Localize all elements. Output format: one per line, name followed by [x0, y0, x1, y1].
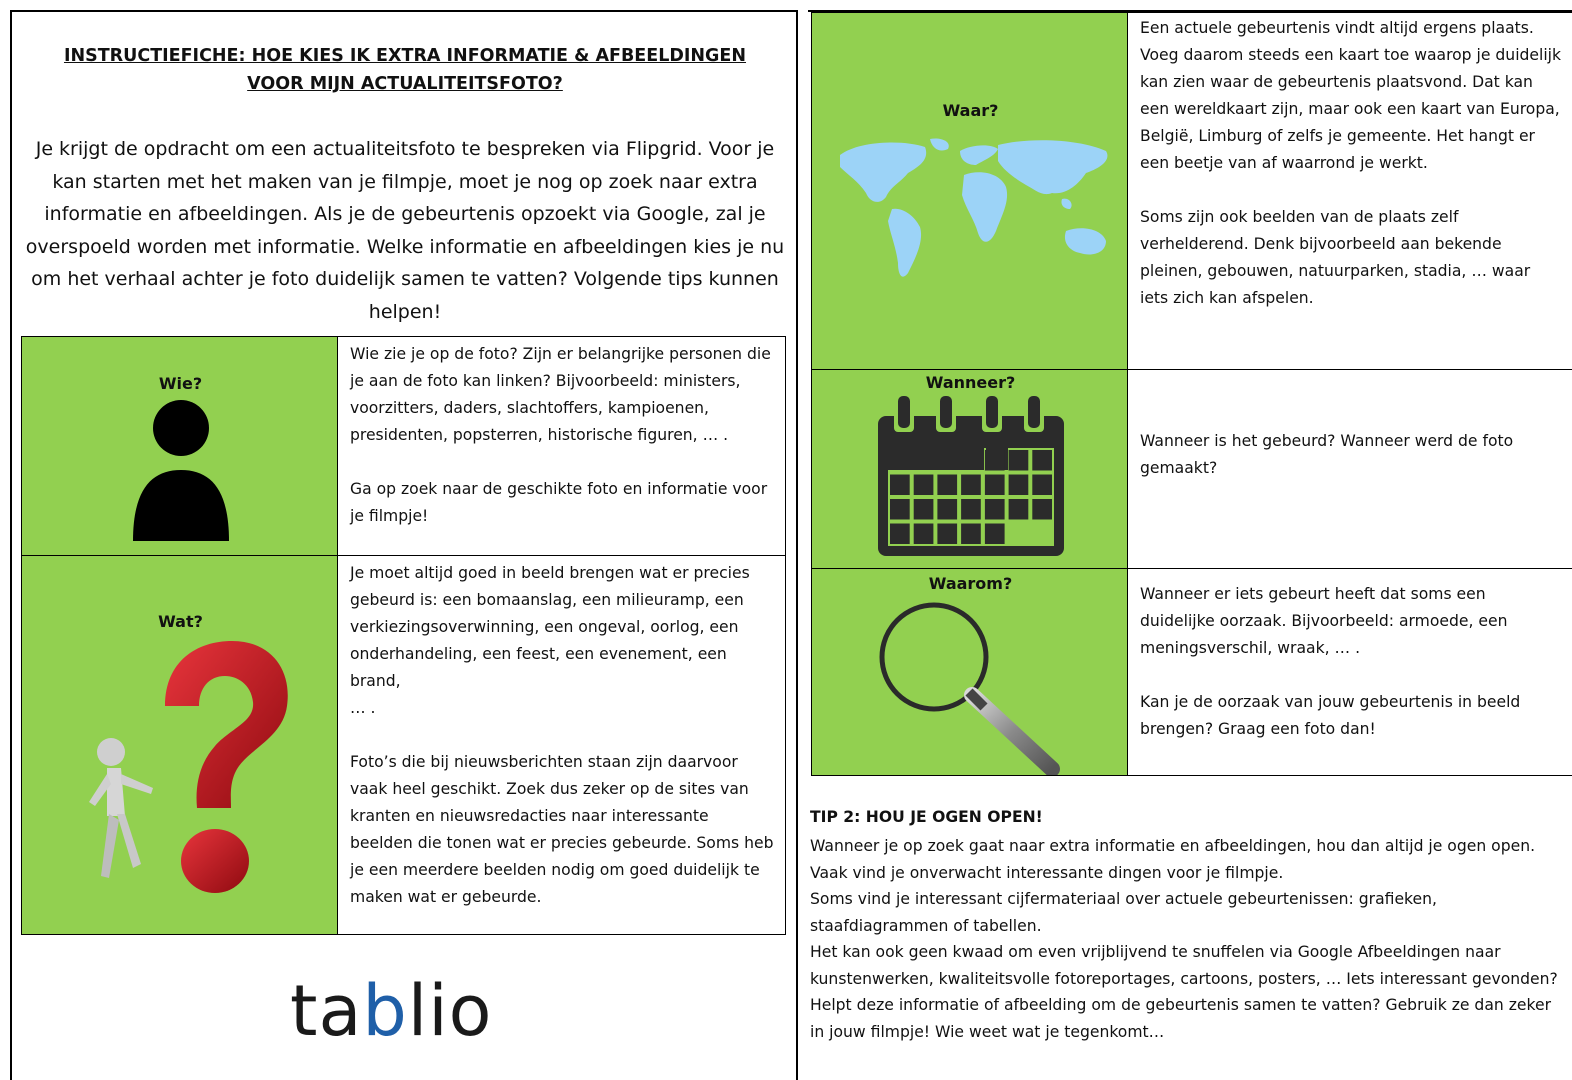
wanneer-paragraph-1: Wanneer is het gebeurd? Wanneer werd de …: [1140, 432, 1514, 477]
intro-paragraph: Je krijgt de opdracht om een actualiteit…: [25, 138, 785, 323]
stick-figure-icon: [89, 738, 153, 878]
magnifying-glass-icon: [879, 602, 1060, 775]
tip2-paragraph-3: Het kan ook geen kwaad om even vrijblijv…: [810, 943, 1558, 1041]
wie-text-cell: Wie zie je op de foto? Zijn er belangrij…: [337, 336, 786, 556]
wat-label: Wat?: [158, 612, 203, 631]
page-title: INSTRUCTIEFICHE: HOE KIES IK EXTRA INFOR…: [20, 42, 790, 98]
waarom-image-cell: Waarom?: [811, 568, 1128, 776]
calendar-day-cell: [890, 523, 910, 544]
waarom-paragraph-1: Wanneer er iets gebeurt heeft dat soms e…: [1140, 585, 1508, 630]
world-map-icon: [840, 138, 1108, 277]
question-mark-icon: [165, 641, 288, 893]
tip2-paragraph-1: Wanneer je op zoek gaat naar extra infor…: [810, 837, 1536, 882]
waar-paragraph-2: kan zien waar de gebeurtenis plaatsvond.…: [1140, 73, 1560, 172]
calendar-icon: [878, 396, 1064, 556]
left-column-frame: [10, 10, 798, 1080]
calendar-day-cell: [1032, 499, 1052, 520]
waar-image-cell: Waar?: [811, 12, 1128, 370]
wie-paragraph-1: Wie zie je op de foto? Zijn er belangrij…: [350, 345, 771, 444]
waarom-paragraph-2: meningsverschil, wraak, … .: [1140, 639, 1361, 657]
calendar-day-cell: [890, 499, 910, 520]
wat-paragraph-1b: … .: [350, 699, 376, 717]
calendar-day-cell: [913, 523, 934, 544]
calendar-day-cell: [961, 474, 981, 495]
waar-paragraph-3: Soms zijn ook beelden van de plaats zelf…: [1140, 208, 1531, 307]
calendar-day-cell: [937, 499, 958, 520]
calendar-day-cell: [913, 499, 934, 520]
wat-image-cell: Wat?: [21, 555, 338, 935]
waarom-paragraph-3: Kan je de oorzaak van jouw gebeurtenis i…: [1140, 693, 1521, 738]
calendar-day-cell: [961, 523, 981, 544]
title-line-2: VOOR MIJN ACTUALITEITSFOTO?: [247, 74, 563, 94]
wat-paragraph-3: kranten en nieuwsredacties naar interess…: [350, 807, 774, 906]
wie-paragraph-2: Ga op zoek naar de geschikte foto en inf…: [350, 480, 768, 525]
title-line-1: INSTRUCTIEFICHE: HOE KIES IK EXTRA INFOR…: [63, 46, 747, 66]
tip2-body: Wanneer je op zoek gaat naar extra infor…: [810, 833, 1562, 1045]
calendar-day-cell: [1032, 474, 1052, 495]
tip2-title: TIP 2: HOU JE OGEN OPEN!: [810, 808, 1043, 826]
calendar-day-cell: [913, 474, 934, 495]
waar-label: Waar?: [942, 101, 999, 120]
wanneer-text-cell: Wanneer is het gebeurd? Wanneer werd de …: [1127, 369, 1572, 569]
wat-text-cell: Je moet altijd goed in beeld brengen wat…: [337, 555, 786, 935]
calendar-day-cell: [1032, 450, 1052, 471]
calendar-day-cell: [984, 523, 1005, 544]
waar-text-cell: Een actuele gebeurtenis vindt altijd erg…: [1127, 12, 1572, 370]
calendar-day-cell: [937, 474, 958, 495]
calendar-day-cell: [984, 450, 1005, 471]
waar-paragraph-1: Een actuele gebeurtenis vindt altijd erg…: [1140, 19, 1562, 64]
wanneer-image-cell: Wanneer?: [811, 369, 1128, 569]
right-column-top-rule: [808, 10, 1572, 12]
tip2-paragraph-2: Soms vind je interessant cijfermateriaal…: [810, 890, 1437, 935]
calendar-day-cell: [890, 474, 910, 495]
calendar-day-cell: [937, 523, 958, 544]
wat-paragraph-2: Foto’s die bij nieuwsberichten staan zij…: [350, 753, 749, 798]
calendar-day-cell: [984, 499, 1005, 520]
calendar-day-cell: [1008, 474, 1029, 495]
waarom-label: Waarom?: [928, 574, 1013, 593]
calendar-day-cell: [1008, 450, 1029, 471]
person-icon: [133, 400, 229, 541]
wat-paragraph-1: Je moet altijd goed in beeld brengen wat…: [350, 564, 750, 690]
calendar-day-cell: [984, 474, 1005, 495]
wanneer-label: Wanneer?: [925, 373, 1016, 392]
tablio-logo: tablio: [290, 970, 493, 1052]
waarom-text-cell: Wanneer er iets gebeurt heeft dat soms e…: [1127, 568, 1572, 776]
wie-image-cell: Wie?: [21, 336, 338, 556]
calendar-day-cell: [961, 499, 981, 520]
wie-label: Wie?: [158, 374, 203, 393]
calendar-day-cell: [1008, 499, 1029, 520]
